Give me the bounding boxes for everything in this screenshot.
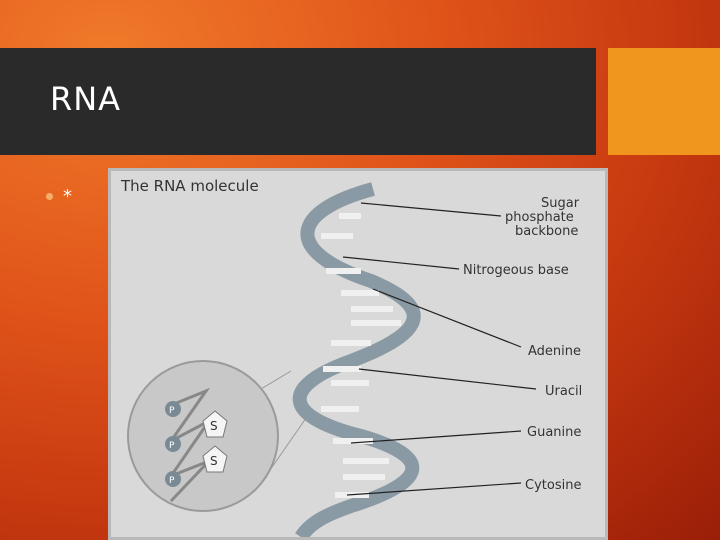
label-cytosine: Cytosine [525,478,581,493]
phosphate-label: P [169,476,175,486]
accent-box [608,48,720,155]
slide-title: RNA [50,80,122,118]
bullet-text: * [63,186,72,207]
sugar-label: S [210,419,218,433]
helix-rungs [321,213,401,498]
phosphate-label: P [169,441,175,451]
helix-backbone [292,182,421,537]
phosphate-icon [165,436,181,452]
sugar-icon [202,445,228,473]
label-adenine: Adenine [528,344,581,359]
title-bar [0,48,596,155]
bullet-icon [46,193,53,200]
bullet-item: * [46,186,72,207]
phosphate-icon [165,471,181,487]
inset-circle [127,360,279,512]
label-nitrogeous-base: Nitrogeous base [463,263,569,278]
phosphate-icon [165,401,181,417]
sugar-label: S [210,454,218,468]
phosphate-label: P [169,406,175,416]
label-guanine: Guanine [527,425,581,440]
label-uracil: Uracil [545,384,582,399]
label-sugar-2: phosphate [505,210,574,225]
rna-molecule-figure: The RNA molecule P P P S S [108,168,608,540]
figure-heading: The RNA molecule [120,177,259,195]
label-sugar-3: backbone [515,224,578,239]
sugar-icon [202,410,228,438]
rna-diagram: The RNA molecule P P P S S [120,177,582,537]
label-sugar-1: Sugar [541,196,580,211]
